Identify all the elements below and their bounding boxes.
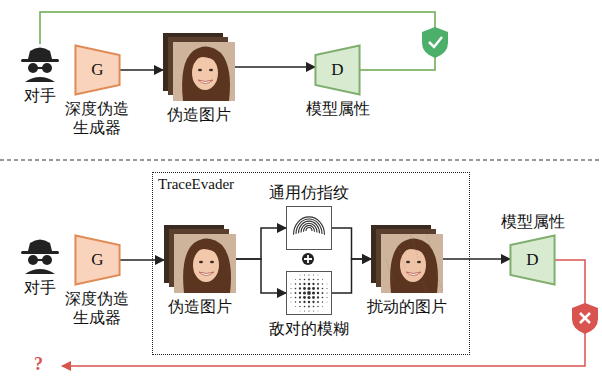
- node-label: 通用仿指纹: [269, 183, 349, 202]
- gen-node: G深度伪造 生成器: [75, 235, 120, 285]
- node-label: 模型属性: [306, 99, 370, 118]
- flow-arrow: [332, 228, 371, 259]
- face-image: [371, 225, 443, 293]
- node-label: 扰动的图片: [367, 297, 447, 316]
- gen-node: G深度伪造 生成器: [75, 45, 120, 95]
- node-label: D: [526, 250, 538, 270]
- section-divider: [0, 159, 602, 160]
- img-node: 扰动的图片: [371, 225, 443, 293]
- face-image: [164, 225, 236, 293]
- node-label: G: [91, 60, 103, 80]
- blur-kernel-box: [286, 271, 332, 315]
- node-label: 深度伪造 生成器: [63, 289, 132, 327]
- fp-node: 通用仿指纹: [286, 206, 332, 250]
- flow-arrow: [236, 228, 286, 259]
- success-shield: [422, 27, 448, 58]
- flow-arrow: [332, 259, 371, 293]
- failure-shield: [572, 303, 598, 334]
- blur-node: 敌对的模糊: [286, 271, 332, 315]
- node-label: 对手: [24, 86, 56, 105]
- disc-node: D模型属性: [315, 45, 360, 95]
- adversary-icon: [18, 44, 62, 82]
- node-label: D: [331, 60, 343, 80]
- plus-sign: [304, 255, 312, 263]
- img-node: 伪造图片: [164, 225, 236, 293]
- node-label: 敌对的模糊: [269, 319, 349, 338]
- adv-node: 对手: [18, 44, 62, 82]
- node-label: 伪造图片: [168, 297, 232, 316]
- flow-arrow: [235, 66, 315, 68]
- question-mark: ?: [34, 354, 43, 376]
- plus-sign: [302, 253, 314, 265]
- flow-arrow: [120, 69, 163, 71]
- adv-node: 对手: [18, 236, 62, 274]
- module-frame: TraceEvader伪造图片通用仿指纹敌对的模糊扰动的图片: [152, 172, 470, 355]
- flow-arrow: [236, 259, 286, 293]
- node-label: 伪造图片: [167, 105, 231, 124]
- node-label: 模型属性: [501, 212, 565, 231]
- flow-arrow: [120, 259, 164, 261]
- disc-node: 模型属性D: [510, 235, 555, 285]
- node-label: 对手: [24, 278, 56, 297]
- fingerprint-box: [286, 206, 332, 250]
- face-image: [163, 33, 235, 101]
- node-label: G: [91, 250, 103, 270]
- flow-arrow: [443, 258, 510, 260]
- adversary-icon: [18, 236, 62, 274]
- img-node: 伪造图片: [163, 33, 235, 101]
- node-label: 深度伪造 生成器: [63, 99, 132, 137]
- failure-route: [62, 260, 585, 366]
- node-label: TraceEvader: [158, 175, 234, 193]
